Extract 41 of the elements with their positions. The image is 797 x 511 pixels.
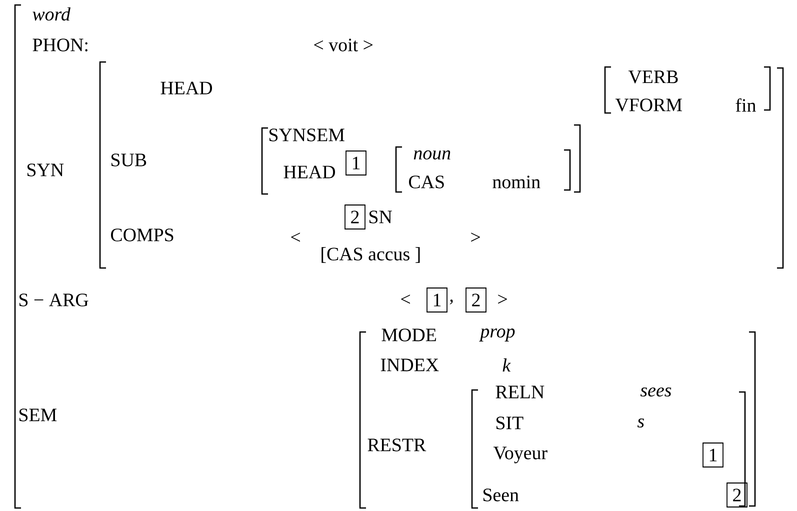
tag-box: 2 <box>344 204 366 230</box>
feature-value: VERB <box>628 70 678 84</box>
feature-value: < voit > <box>314 38 373 52</box>
attribute-name: RESTR <box>368 438 426 452</box>
attribute-name: CAS <box>408 176 444 188</box>
feature-value: prop <box>479 328 515 342</box>
type-name: noun <box>414 150 450 160</box>
feature-value: nomin <box>492 176 540 188</box>
attribute-name: HEAD <box>160 82 212 94</box>
tag-box: 1 <box>346 150 366 176</box>
attribute-name: SEM <box>19 408 57 422</box>
attribute-name: HEAD <box>284 166 335 178</box>
feature-value: s <box>637 418 644 428</box>
angle-bracket: < <box>401 294 410 304</box>
tag-box: 1 <box>426 288 448 312</box>
attribute-name: COMPS <box>111 228 174 242</box>
attribute-name: SYN <box>27 164 64 176</box>
attribute-name: Seen <box>483 488 519 502</box>
attribute-name: VFORM <box>615 98 682 112</box>
angle-bracket: < <box>291 232 300 242</box>
angle-bracket: > <box>498 294 507 304</box>
comma: , <box>450 300 453 304</box>
feature-value: k <box>502 358 511 372</box>
attribute-name: Voyeur <box>493 446 548 464</box>
attribute-name: SYNSEM <box>269 128 344 142</box>
tag-box: 2 <box>466 288 486 312</box>
feature-value: fin <box>736 98 756 112</box>
attribute-name: INDEX <box>380 358 439 372</box>
attribute-name: S − ARG <box>19 294 88 306</box>
feature-value: [CAS accus ] <box>322 247 420 263</box>
angle-bracket: > <box>471 232 480 242</box>
tag-box: 1 <box>702 442 724 468</box>
category-label: SN <box>369 210 392 224</box>
feature-value: sees <box>640 387 672 397</box>
attribute-name: SIT <box>496 416 524 430</box>
attribute-name: RELN <box>496 386 544 398</box>
attribute-name: MODE <box>382 328 436 342</box>
tag-box: 2 <box>726 482 748 508</box>
attribute-name: PHON: <box>32 38 88 52</box>
attribute-name: SUB <box>111 154 146 166</box>
type-name: word <box>32 7 70 21</box>
